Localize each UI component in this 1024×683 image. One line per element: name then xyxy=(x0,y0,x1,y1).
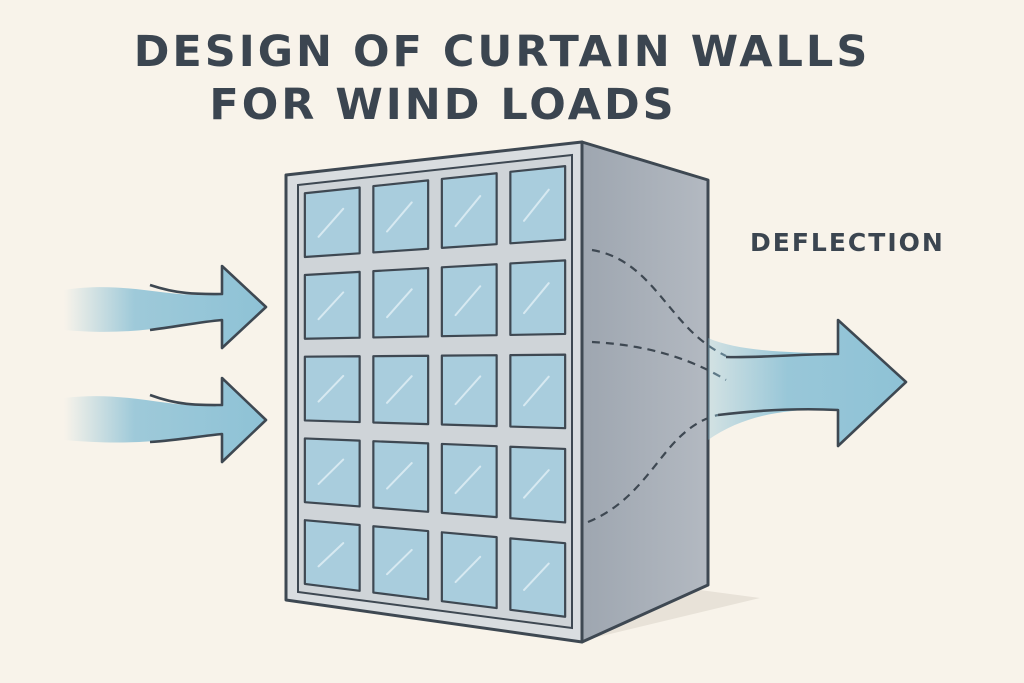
curtain-wall-glass-grid xyxy=(297,153,573,630)
glass-panel xyxy=(303,519,361,592)
glass-glare xyxy=(523,562,550,591)
ground-shadow xyxy=(585,590,760,640)
glass-panel xyxy=(372,525,430,601)
glass-glare xyxy=(523,282,550,315)
glass-panel xyxy=(509,537,567,618)
glass-glare xyxy=(523,188,550,222)
glass-glare xyxy=(386,288,413,319)
glass-panel xyxy=(303,437,361,508)
glass-glare xyxy=(386,462,413,490)
glass-grid-backdrop xyxy=(297,153,573,630)
building-side-face xyxy=(580,140,710,644)
glass-glare xyxy=(386,548,413,576)
glass-glare xyxy=(454,555,482,584)
deflection-label: DEFLECTION xyxy=(750,228,945,257)
glass-glare xyxy=(317,291,345,321)
glass-panel xyxy=(372,440,430,513)
glass-panel xyxy=(509,445,567,524)
glass-glare xyxy=(454,195,482,228)
deflection-curve-bottom xyxy=(587,413,719,524)
glass-panel xyxy=(509,353,567,430)
glass-panel xyxy=(440,442,498,519)
glass-glare xyxy=(454,465,482,495)
glass-panel xyxy=(303,355,361,424)
glass-glare xyxy=(454,375,482,406)
glass-glare xyxy=(523,375,550,407)
glass-glare xyxy=(523,469,550,499)
glass-panel xyxy=(440,531,498,610)
title-line-2: FOR WIND LOADS xyxy=(209,80,676,130)
wind-arrow-icon xyxy=(708,318,908,448)
glass-glare xyxy=(317,374,345,403)
glass-glare xyxy=(386,201,413,233)
glass-glare xyxy=(386,375,413,404)
glass-glare xyxy=(317,542,345,568)
title-line-1: DESIGN OF CURTAIN WALLS xyxy=(134,27,871,77)
glass-panel xyxy=(372,354,430,426)
wind-arrow-icon xyxy=(64,376,268,464)
glass-glare xyxy=(454,285,482,317)
glass-glare xyxy=(317,207,345,238)
glass-panel xyxy=(440,354,498,428)
wind-arrow-icon xyxy=(64,264,268,350)
glass-glare xyxy=(317,458,345,485)
